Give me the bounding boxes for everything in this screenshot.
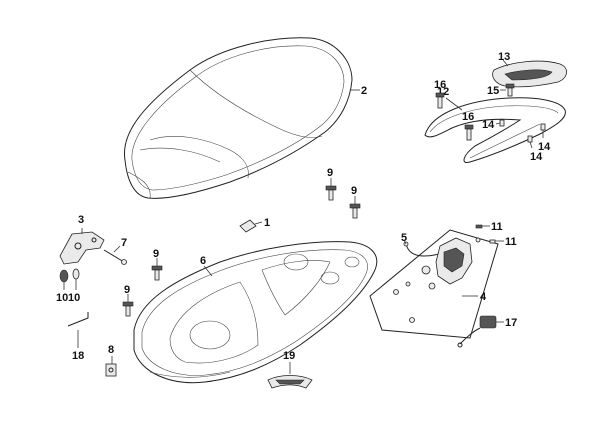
leader-line — [495, 122, 501, 125]
washer-10b — [72, 268, 80, 280]
callout-19: 19 — [283, 350, 295, 362]
bolt-9c — [151, 265, 163, 281]
callout-10a: 10 — [56, 292, 68, 304]
callout-17: 17 — [505, 317, 517, 329]
screw-14a — [499, 119, 505, 127]
rear-carrier-cover — [492, 60, 567, 88]
leader-line — [254, 221, 263, 225]
bolt-9d — [122, 301, 134, 317]
callout-4: 4 — [480, 291, 487, 303]
callout-11a: 11 — [491, 221, 503, 233]
callout-11b: 11 — [505, 236, 517, 248]
bolt-16a — [435, 92, 445, 109]
leader-line — [445, 97, 463, 111]
callout-18: 18 — [72, 350, 84, 362]
callout-15: 15 — [487, 85, 499, 97]
screw-11b — [489, 239, 496, 244]
hinge-3 — [59, 231, 105, 265]
callout-7: 7 — [121, 237, 127, 249]
callout-14b: 14 — [538, 141, 551, 153]
washer-10a — [59, 269, 69, 283]
lock-bracket-4 — [369, 229, 499, 339]
callout-3: 3 — [78, 214, 84, 226]
callout-13: 13 — [498, 51, 510, 63]
callout-16b: 16 — [462, 111, 474, 123]
callout-9b: 9 — [351, 185, 357, 197]
seat — [123, 37, 353, 199]
wrench-18 — [67, 312, 89, 327]
leader-line — [529, 141, 533, 149]
callout-1: 1 — [264, 217, 270, 229]
switch-17 — [457, 315, 497, 348]
callout-14c: 14 — [530, 151, 543, 163]
lamp-19 — [267, 375, 313, 389]
leader-line — [203, 265, 213, 277]
bolt-9b — [349, 203, 361, 219]
bolt-9a — [325, 185, 337, 201]
callout-9c: 9 — [153, 248, 159, 260]
nut-8 — [105, 363, 117, 377]
callout-2: 2 — [361, 85, 367, 97]
clip-1 — [239, 219, 257, 233]
bolt-7 — [103, 249, 127, 265]
callout-10b: 10 — [68, 292, 80, 304]
leader-line — [403, 239, 407, 245]
callout-5: 5 — [401, 232, 407, 244]
bolt-16b — [464, 124, 474, 141]
leader-line — [502, 59, 509, 67]
rear-carrier-bracket — [424, 97, 566, 164]
leader-line — [113, 245, 121, 253]
screw-14b — [527, 135, 533, 143]
callout-8: 8 — [108, 344, 114, 356]
screw-14c — [540, 123, 546, 131]
screw-11a — [475, 224, 483, 229]
storage-box — [133, 241, 378, 384]
callout-16a: 16 — [434, 79, 446, 91]
callout-6: 6 — [200, 255, 206, 267]
callout-14a: 14 — [482, 119, 495, 131]
bolt-15 — [505, 83, 515, 97]
callout-9a: 9 — [327, 167, 333, 179]
callout-9d: 9 — [124, 284, 130, 296]
